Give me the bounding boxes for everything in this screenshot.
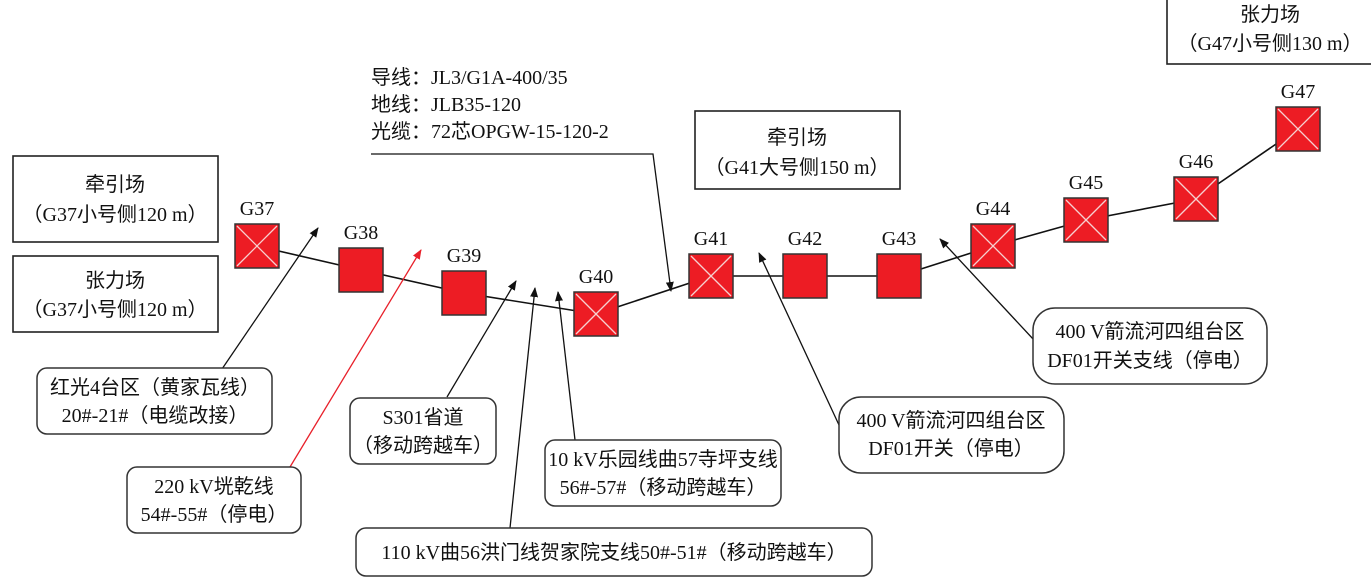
tower-G47: G47	[1275, 81, 1321, 152]
cross-mark-icon	[690, 255, 732, 297]
ground-wire-spec: 地线：JLB35-120	[371, 93, 521, 116]
tower-G43: G43	[876, 228, 922, 299]
tower-G41: G41	[688, 228, 734, 299]
crossing-hongguang: 红光4台区（黄家瓦线） 20#-21#（电缆改接）	[36, 227, 319, 435]
optical-cable-spec: 光缆：72芯OPGW-15-120-2	[371, 120, 609, 143]
crossing-arrow	[509, 287, 539, 529]
cross-mark-icon	[1065, 199, 1107, 241]
tower-label: G39	[447, 245, 481, 267]
crossing-detail: 54#-55#（停电）	[141, 503, 288, 526]
crossing-detail: 56#-57#（移动跨越车）	[560, 476, 767, 499]
site-box-detail: （G37小号侧120 m）	[23, 298, 208, 321]
tower-label: G46	[1179, 151, 1213, 173]
crossing-arrow	[758, 252, 840, 426]
site-box-pulling-g41: 牵引场 （G41大号侧150 m）	[694, 110, 901, 190]
tower-label: G41	[694, 228, 728, 250]
site-box-detail: （G47小号侧130 m）	[1178, 32, 1363, 55]
crossing-10kv: 10 kV乐园线曲57寺坪支线 56#-57#（移动跨越车）	[544, 291, 782, 507]
suspension-tower-icon	[441, 270, 487, 316]
tower-label: G38	[344, 222, 378, 244]
tower-G45: G45	[1063, 172, 1109, 243]
crossing-arrow	[221, 227, 319, 370]
wire-spec: 导线：JL3/G1A-400/35 地线：JLB35-120 光缆：72芯OPG…	[371, 66, 674, 292]
crossing-arrow	[939, 238, 1035, 341]
site-box-tension-g47: 张力场 （G47小号侧130 m）	[1166, 0, 1371, 65]
crossing-label: 220 kV垙乾线	[154, 475, 273, 498]
site-box-title: 张力场	[85, 269, 145, 292]
crossing-label: 10 kV乐园线曲57寺坪支线	[548, 448, 777, 471]
crossing-detail: 20#-21#（电缆改接）	[62, 404, 249, 427]
tower-G39: G39	[441, 245, 487, 316]
tower-label: G47	[1281, 81, 1315, 103]
site-box-tension-g37: 张力场 （G37小号侧120 m）	[12, 255, 219, 333]
tower-label: G40	[579, 266, 613, 288]
crossing-400v-df01-branch: 400 V箭流河四组台区 DF01开关支线（停电）	[939, 238, 1268, 385]
site-box-pulling-g37: 牵引场 （G37小号侧120 m）	[12, 155, 219, 243]
tower-label: G42	[788, 228, 822, 250]
cross-mark-icon	[972, 225, 1014, 267]
tower-label: G45	[1069, 172, 1103, 194]
site-box-title: 牵引场	[767, 126, 827, 149]
crossing-arrow	[555, 291, 576, 441]
crossing-s301: S301省道 （移动跨越车）	[349, 280, 517, 465]
suspension-tower-icon	[782, 253, 828, 299]
spec-leader-arrow	[371, 153, 674, 292]
crossing-label: 110 kV曲56洪门线贺家院支线50#-51#（移动跨越车）	[381, 541, 846, 564]
crossing-label: 400 V箭流河四组台区	[1055, 320, 1244, 343]
site-box-detail: （G37小号侧120 m）	[23, 203, 208, 226]
crossing-detail: DF01开关支线（停电）	[1047, 349, 1253, 372]
tower-G42: G42	[782, 228, 828, 299]
crossing-400v-df01: 400 V箭流河四组台区 DF01开关（停电）	[758, 252, 1065, 474]
suspension-tower-icon	[876, 253, 922, 299]
crossing-arrow-highlight	[289, 249, 422, 468]
site-box-detail: （G41大号侧150 m）	[705, 156, 890, 179]
cross-mark-icon	[1175, 178, 1217, 220]
tower-G46: G46	[1173, 151, 1219, 222]
tower-label: G43	[882, 228, 916, 250]
conductor-spec: 导线：JL3/G1A-400/35	[371, 66, 568, 89]
crossing-arrow	[446, 280, 517, 398]
tower-G37: G37	[234, 198, 280, 269]
cross-mark-icon	[575, 293, 617, 335]
suspension-tower-icon	[338, 247, 384, 293]
crossing-label: S301省道	[382, 406, 463, 429]
crossing-220kv: 220 kV垙乾线 54#-55#（停电）	[126, 249, 422, 534]
tower-G44: G44	[970, 198, 1016, 269]
crossing-110kv: 110 kV曲56洪门线贺家院支线50#-51#（移动跨越车）	[355, 287, 873, 577]
crossing-detail: （移动跨越车）	[353, 434, 493, 457]
crossing-detail: DF01开关（停电）	[868, 437, 1034, 460]
cross-mark-icon	[1277, 108, 1319, 150]
tower-G40: G40	[573, 266, 619, 337]
tower-G38: G38	[338, 222, 384, 293]
cross-mark-icon	[236, 225, 278, 267]
crossing-label: 400 V箭流河四组台区	[856, 409, 1045, 432]
crossing-label: 红光4台区（黄家瓦线）	[50, 376, 260, 399]
tower-label: G44	[976, 198, 1010, 220]
tower-label: G37	[240, 198, 274, 220]
site-box-title: 张力场	[1240, 3, 1300, 26]
site-box-title: 牵引场	[85, 173, 145, 196]
